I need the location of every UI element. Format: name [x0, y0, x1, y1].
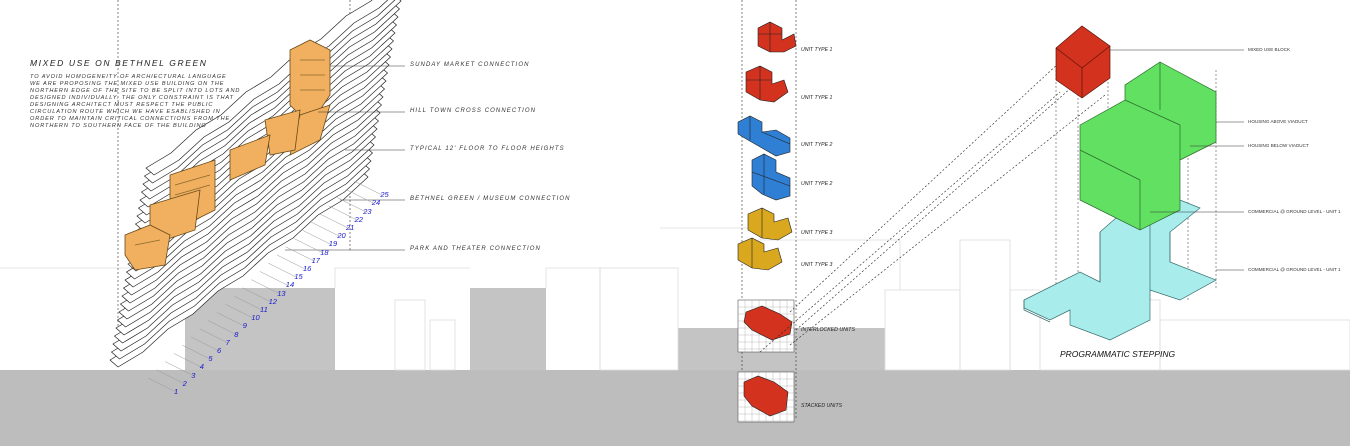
site-mass-left	[185, 288, 335, 370]
label-commercial-2: COMMERCIAL @ GROUND LEVEL - UNIT 1	[1248, 267, 1341, 272]
interlocked-units-block	[737, 299, 795, 353]
floor-leader-line	[311, 221, 340, 237]
floor-number: 9	[242, 321, 247, 331]
floor-leader-line	[242, 287, 271, 303]
floor-leader-line	[302, 230, 331, 245]
site-mass-center	[470, 288, 546, 370]
floor-number: 16	[303, 264, 312, 273]
unit-type-2-a	[737, 115, 791, 157]
label-housing-below: HOUSING BELOW VIADUCT	[1248, 143, 1309, 148]
floor-number: 25	[380, 190, 389, 200]
floor-leader-line	[147, 377, 177, 393]
floor-number: 24	[371, 198, 381, 208]
floor-number: 12	[268, 296, 277, 306]
panel-title: MIXED USE ON BETHNEL GREEN	[30, 58, 208, 68]
callout-museum-connection: BETHNEL GREEN / MUSEUM CONNECTION	[410, 196, 571, 202]
unit-type-1-b	[745, 65, 789, 103]
floor-number: 20	[337, 231, 346, 241]
floor-leader-line	[156, 369, 185, 385]
floor-number: 14	[285, 280, 295, 290]
floor-leader-line	[182, 344, 211, 360]
floor-number: 6	[217, 346, 222, 355]
floor-number: 4	[199, 362, 204, 372]
unit-type-3-a	[747, 207, 793, 241]
floor-number: 5	[208, 354, 213, 364]
label-housing-above: HOUSING ABOVE VIADUCT	[1248, 119, 1308, 124]
programmatic-stepping-caption: PROGRAMMATIC STEPPING	[1060, 349, 1176, 359]
floor-number: 23	[363, 206, 372, 216]
floor-number: 8	[234, 329, 239, 339]
mixed-use-block	[1055, 25, 1111, 99]
callout-floor-heights: TYPICAL 12' FLOOR TO FLOOR HEIGHTS	[410, 146, 565, 152]
unit-type-2-b	[751, 153, 791, 201]
callout-hill-town-cross: HILL TOWN CROSS CONNECTION	[410, 108, 537, 114]
label-commercial-1: COMMERCIAL @ GROUND LEVEL - UNIT 1	[1248, 209, 1341, 214]
floor-leader-line	[259, 271, 288, 286]
callout-sunday-market: SUNDAY MARKET CONNECTION	[410, 62, 530, 68]
unit-label-3b: UNIT TYPE 3	[801, 262, 833, 268]
unit-type-1-a	[757, 21, 797, 53]
floor-leader-line	[199, 328, 228, 344]
housing-block	[1079, 61, 1217, 231]
floor-number: 18	[320, 247, 329, 257]
floor-plate	[145, 0, 389, 176]
label-mixed-use-block: MIXED USE BLOCK	[1248, 47, 1291, 52]
floor-leader-line	[294, 238, 323, 253]
unit-type-3-b	[737, 237, 783, 271]
floor-leader-line	[173, 353, 202, 368]
floor-leader-line	[276, 254, 306, 270]
floor-leader-line	[337, 197, 366, 212]
floor-number: 19	[328, 239, 338, 249]
floor-leader-line	[190, 336, 220, 352]
unit-label-3a: UNIT TYPE 3	[801, 230, 833, 236]
panel-description: TO AVOID HOMOGENEITY OF ARCHIECTURAL LAN…	[30, 74, 241, 129]
floor-leader-line	[268, 262, 297, 278]
floor-number: 21	[346, 223, 355, 232]
floor-number: 2	[182, 378, 187, 388]
floor-leader-line	[328, 205, 357, 221]
unit-label-stacked: STACKED UNITS	[801, 403, 843, 409]
floor-number: 22	[354, 214, 363, 224]
unit-label-1a: UNIT TYPE 1	[801, 47, 833, 53]
floor-number: 13	[277, 288, 286, 298]
ground-section	[0, 370, 1350, 446]
floor-leader-line	[233, 295, 263, 311]
floor-number: 11	[260, 305, 268, 314]
floor-number: 10	[251, 313, 260, 323]
floor-leader-line	[251, 279, 280, 294]
unit-label-1b: UNIT TYPE 1	[801, 95, 833, 101]
stacked-units-block	[737, 371, 795, 423]
floor-number: 3	[191, 370, 196, 380]
unit-label-interlocked: INTERLOCKED UNITS	[801, 327, 855, 333]
floor-leader-line	[354, 180, 383, 196]
floor-leader-line	[345, 189, 374, 204]
callout-park-theater: PARK AND THEATER CONNECTION	[410, 246, 541, 252]
floor-leader-line	[225, 303, 254, 319]
floor-number: 17	[311, 255, 320, 265]
floor-leader-line	[165, 361, 194, 376]
floor-leader-line	[208, 320, 237, 335]
floor-number: 1	[174, 387, 179, 396]
floor-number: 15	[294, 272, 303, 282]
floor-leader-line	[319, 213, 349, 229]
orange-circulation-route	[124, 39, 331, 271]
floor-leader-line	[285, 246, 314, 262]
floor-number: 7	[225, 337, 230, 347]
unit-label-2a: UNIT TYPE 2	[801, 142, 833, 148]
floor-leader-line	[216, 312, 245, 327]
unit-label-2b: UNIT TYPE 2	[801, 181, 833, 187]
